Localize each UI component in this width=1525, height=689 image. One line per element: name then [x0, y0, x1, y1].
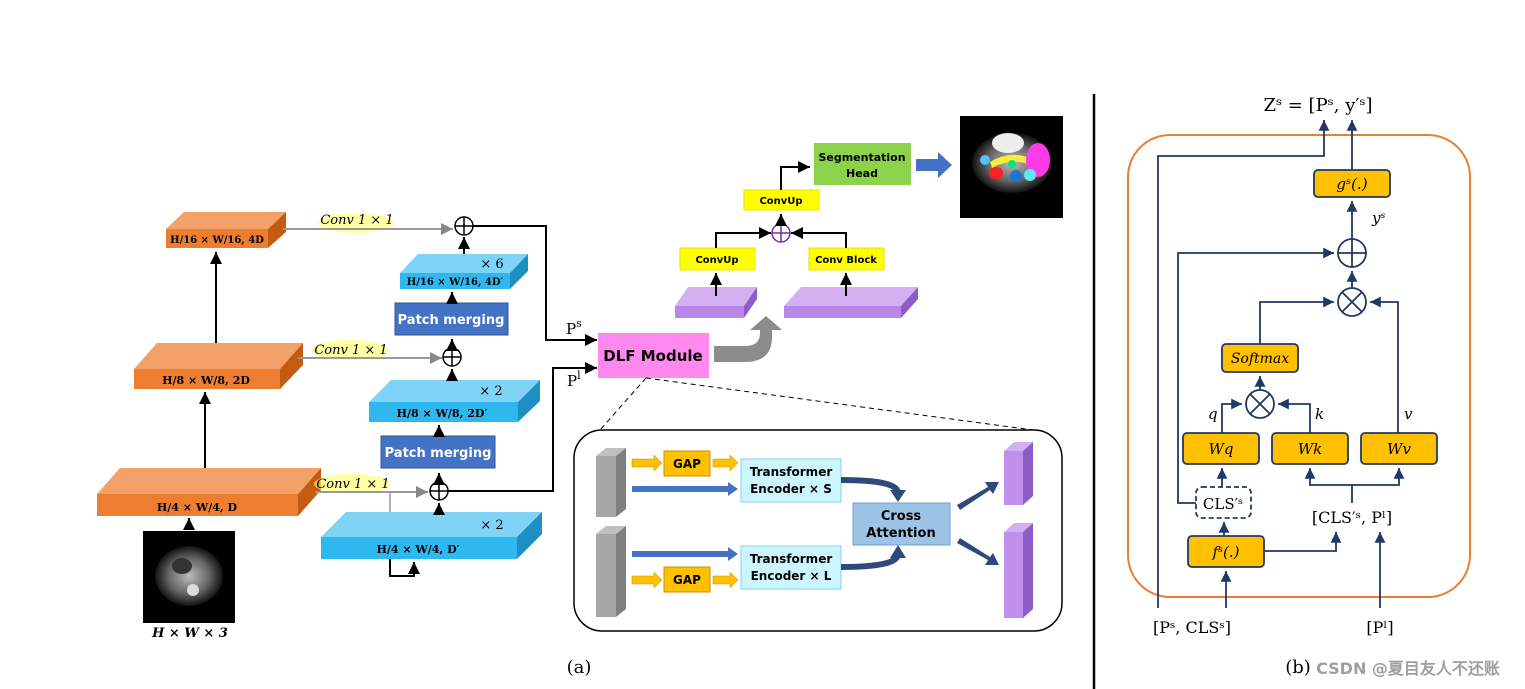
conv-h4: Conv 1 × 1	[314, 474, 428, 498]
gap-upper: GAP	[663, 450, 711, 477]
ps-label: Ps	[566, 317, 582, 338]
q-label: q	[1208, 405, 1218, 423]
sum-circle-h16	[454, 216, 474, 236]
multiply-circle-top	[1337, 287, 1367, 317]
cls-box-label: CLS′ˢ	[1203, 495, 1243, 513]
blue-label-h8: H/8 × W/8, 2D′	[397, 407, 488, 420]
plus-circle	[1337, 238, 1367, 268]
purple-output-top	[1004, 442, 1033, 505]
pl-label: Pl	[567, 369, 581, 390]
cross-attention-line2: Attention	[866, 526, 935, 541]
dlf-module: DLF Module	[598, 333, 709, 378]
convup-lower-label: ConvUp	[695, 255, 738, 266]
patch-merging-upper: Patch merging	[394, 302, 509, 336]
gap-upper-label: GAP	[673, 457, 701, 471]
seg-head-line2: Head	[846, 167, 878, 180]
k-label: k	[1315, 405, 1324, 423]
transformer-l-line2: Encoder × L	[751, 569, 832, 583]
cls-pl-label: [CLS′ˢ, Pˡ]	[1312, 508, 1392, 527]
convup-lower: ConvUp	[679, 247, 756, 271]
input-ct-image	[143, 531, 235, 623]
output-formula: Zˢ = [Pˢ, y′ˢ]	[1263, 95, 1372, 116]
patch-merging-upper-label: Patch merging	[398, 313, 505, 328]
input-l-label: [Pˡ]	[1366, 618, 1393, 637]
sum-circle-h8	[442, 347, 462, 367]
orange-label-h4: H/4 × W/4, D	[157, 501, 238, 514]
decoder-sum-circle	[771, 223, 791, 243]
blue-feature-h8: H/8 × W/8, 2D′ × 2	[369, 380, 540, 422]
convup-upper-label: ConvUp	[759, 196, 802, 207]
blue-feature-h16: H/16 × W/16, 4D′ × 6	[400, 254, 528, 289]
dlf-output-arrow	[714, 316, 782, 362]
watermark: CSDN @夏目友人不还账	[1316, 659, 1500, 678]
blue-repeat-h8: × 2	[479, 384, 502, 399]
wq-label: Wq	[1208, 440, 1233, 458]
patch-merging-lower: Patch merging	[380, 435, 496, 469]
wk-label: Wk	[1298, 440, 1323, 458]
conv-h8: Conv 1 × 1	[298, 340, 442, 364]
dlf-module-label: DLF Module	[603, 347, 702, 365]
cls-box: CLS′ˢ	[1195, 486, 1252, 519]
orange-feature-h8: H/8 × W/8, 2D	[134, 343, 303, 389]
transformer-encoder-l: Transformer Encoder × L	[740, 545, 842, 590]
conv-block: Conv Block	[808, 247, 885, 271]
orange-feature-h16: H/16 × W/16, 4D	[166, 212, 286, 248]
panel-b-caption: (b)	[1285, 657, 1311, 678]
multiply-circle-bottom	[1245, 389, 1275, 419]
softmax-box: Softmax	[1221, 343, 1299, 373]
orange-label-h16: H/16 × W/16, 4D	[170, 235, 264, 246]
purple-output-bottom	[1004, 523, 1033, 618]
output-segmentation-image	[960, 116, 1063, 218]
wq-box: Wq	[1182, 432, 1260, 465]
transformer-s-line1: Transformer	[750, 465, 833, 479]
input-size-label: H × W × 3	[151, 626, 228, 641]
purple-slab-right	[784, 287, 918, 318]
token-bar-s	[596, 448, 626, 517]
g-function-box: gˢ(.)	[1313, 169, 1391, 198]
conv-block-label: Conv Block	[815, 255, 877, 266]
blue-repeat-h4: × 2	[480, 518, 503, 533]
blue-label-h16: H/16 × W/16, 4D′	[407, 277, 504, 288]
blue-repeat-h16: × 6	[480, 257, 503, 272]
purple-slab-left	[675, 287, 757, 318]
orange-feature-h4: H/4 × W/4, D	[97, 468, 321, 516]
conv-label-h8: Conv 1 × 1	[314, 343, 387, 358]
orange-label-h8: H/8 × W/8, 2D	[162, 374, 250, 387]
y-label: yˢ	[1371, 209, 1386, 227]
conv-label-h16: Conv 1 × 1	[320, 213, 393, 228]
wv-label: Wv	[1387, 440, 1411, 458]
panel-a-caption: (a)	[567, 657, 592, 678]
blue-feature-h4: H/4 × W/4, D′ × 2	[321, 512, 542, 559]
transformer-l-line1: Transformer	[750, 552, 833, 566]
g-function-label: gˢ(.)	[1336, 175, 1367, 193]
transformer-encoder-s: Transformer Encoder × S	[740, 458, 842, 503]
transformer-s-line2: Encoder × S	[750, 482, 832, 496]
v-label: v	[1404, 405, 1413, 423]
sum-circle-h4	[429, 481, 449, 501]
segmentation-head: Segmentation Head	[814, 143, 911, 185]
seg-head-line1: Segmentation	[818, 151, 905, 164]
wk-box: Wk	[1271, 432, 1349, 465]
f-function-label: fˢ(.)	[1211, 543, 1239, 561]
patch-merging-lower-label: Patch merging	[385, 446, 492, 461]
token-bar-l	[596, 526, 626, 617]
convup-upper: ConvUp	[743, 189, 820, 211]
cross-attention: Cross Attention	[852, 502, 951, 546]
panel-b-frame	[1127, 134, 1471, 598]
gap-lower: GAP	[663, 566, 711, 593]
blue-label-h4: H/4 × W/4, D′	[376, 543, 459, 556]
conv-label-h4: Conv 1 × 1	[316, 477, 389, 492]
cross-attention-line1: Cross	[881, 509, 922, 524]
conv-h16: Conv 1 × 1	[283, 213, 453, 235]
f-function-box: fˢ(.)	[1187, 535, 1265, 568]
wv-box: Wv	[1360, 432, 1438, 465]
gap-lower-label: GAP	[673, 573, 701, 587]
seg-output-arrow	[916, 152, 952, 178]
input-s-label: [Pˢ, CLSˢ]	[1153, 618, 1231, 637]
softmax-label: Softmax	[1231, 351, 1289, 367]
